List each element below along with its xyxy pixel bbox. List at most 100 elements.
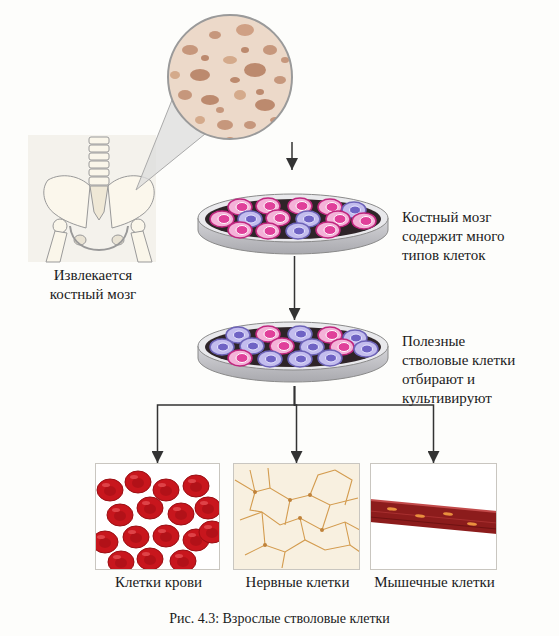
- cell: [316, 222, 340, 238]
- blood-cells: [95, 471, 220, 570]
- petri-dish: Костный мозг содержит много типов клеток: [197, 192, 392, 256]
- panel-bg: [233, 463, 360, 570]
- neurite: [245, 540, 360, 555]
- iliac-wing: [108, 176, 154, 228]
- blood-cell: [170, 550, 196, 570]
- node-text-group: Нервные клетки: [214, 573, 381, 592]
- pelvis-right: [108, 176, 154, 262]
- texture-blob: [190, 69, 210, 81]
- texture-blob: [255, 99, 275, 111]
- pelvis-left: [44, 176, 90, 262]
- cell: [228, 350, 252, 366]
- node-text-group: Клетки крови: [76, 573, 241, 592]
- neurite: [345, 522, 350, 545]
- cell-type-box: Мышечные клетки: [370, 463, 497, 570]
- node-label: Нервные клетки: [214, 573, 381, 592]
- blood-cell: [183, 475, 209, 497]
- texture-blob: [281, 57, 289, 63]
- node-text-group: Костный мозг содержит много типов клеток: [402, 208, 530, 265]
- node-label: Костный мозг содержит много типов клеток: [402, 208, 530, 265]
- texture-blob: [244, 63, 266, 77]
- texture-blob: [195, 116, 205, 124]
- marrow-texture: [160, 10, 300, 150]
- vertebra: [89, 137, 109, 144]
- fiber-stripe: [370, 517, 497, 529]
- blood-cell: [107, 504, 133, 526]
- cell: [228, 222, 252, 238]
- flow-arrow: [294, 256, 296, 320]
- flow-arrow: [295, 386, 297, 463]
- texture-blob: [244, 121, 256, 129]
- zoom-line: [136, 134, 205, 190]
- fiber-edge: [370, 500, 497, 512]
- blood-cell: [95, 531, 118, 553]
- cell: [256, 223, 280, 239]
- neurite: [250, 492, 262, 512]
- texture-blob: [217, 120, 233, 130]
- image-label: Извлекается костный мозг: [26, 266, 160, 304]
- femur: [46, 231, 67, 262]
- texture-blob: [170, 71, 180, 79]
- neurite: [310, 470, 335, 495]
- neuron-body: [320, 528, 324, 532]
- cell: [288, 351, 312, 367]
- panel-bg: [370, 463, 497, 570]
- texture-blob: [256, 89, 264, 95]
- nucleus: [467, 522, 477, 526]
- fiber-stripe: [370, 511, 497, 523]
- texture-blob: [241, 47, 249, 53]
- neuron-body: [263, 543, 267, 547]
- node-label: Полезные стволовые клетки отбирают и кул…: [402, 332, 522, 408]
- pelvic-ring: [70, 226, 128, 250]
- flow-arrow: [291, 142, 293, 170]
- texture-blob: [201, 55, 209, 61]
- texture-blob: [209, 31, 221, 39]
- neurite: [268, 468, 270, 488]
- cell: [286, 223, 310, 239]
- muscle-fiber: [370, 500, 497, 534]
- neurite: [285, 500, 290, 525]
- texture-blob: [201, 95, 219, 105]
- blood-cell: [195, 497, 220, 519]
- petri-dish: Полезные стволовые клетки отбирают и кул…: [197, 320, 392, 386]
- zoom-line: [136, 100, 172, 190]
- nucleus: [443, 512, 453, 516]
- cell: [318, 350, 342, 366]
- node-label: Мышечные клетки: [351, 573, 518, 592]
- texture-blob: [178, 90, 192, 100]
- node-label: Клетки крови: [76, 573, 241, 592]
- dish-rim: [198, 322, 388, 370]
- vertebra: [89, 161, 109, 168]
- flow-arrow: [158, 386, 295, 463]
- flow-arrow: [295, 386, 434, 463]
- node-text-group: Полезные стволовые клетки отбирают и кул…: [402, 332, 522, 408]
- neuron-body: [308, 493, 312, 497]
- vertebra: [89, 153, 109, 160]
- neuron-body: [288, 498, 292, 502]
- zoom-circle: [168, 15, 292, 139]
- dish-medium: [205, 199, 381, 239]
- neurite: [240, 512, 360, 530]
- nucleus: [415, 514, 425, 518]
- fiber-band: [370, 500, 497, 534]
- blood-cell: [108, 551, 134, 570]
- neurite: [262, 512, 265, 545]
- neurite: [322, 505, 330, 530]
- blood-cell: [125, 471, 151, 493]
- blood-cell: [168, 503, 194, 525]
- neurite: [250, 470, 255, 492]
- neurite: [300, 518, 305, 540]
- texture-blob: [274, 76, 286, 84]
- blood-cell: [137, 548, 163, 570]
- blood-cell: [199, 521, 220, 543]
- cell-type-box: Клетки крови: [95, 463, 220, 570]
- blood-cell: [153, 479, 179, 501]
- neuron-body: [298, 516, 302, 520]
- texture-blob: [263, 45, 277, 55]
- texture-blob: [230, 77, 240, 83]
- vertebra: [89, 169, 109, 176]
- vertebra: [89, 177, 109, 185]
- pelvis-panel: [28, 135, 156, 262]
